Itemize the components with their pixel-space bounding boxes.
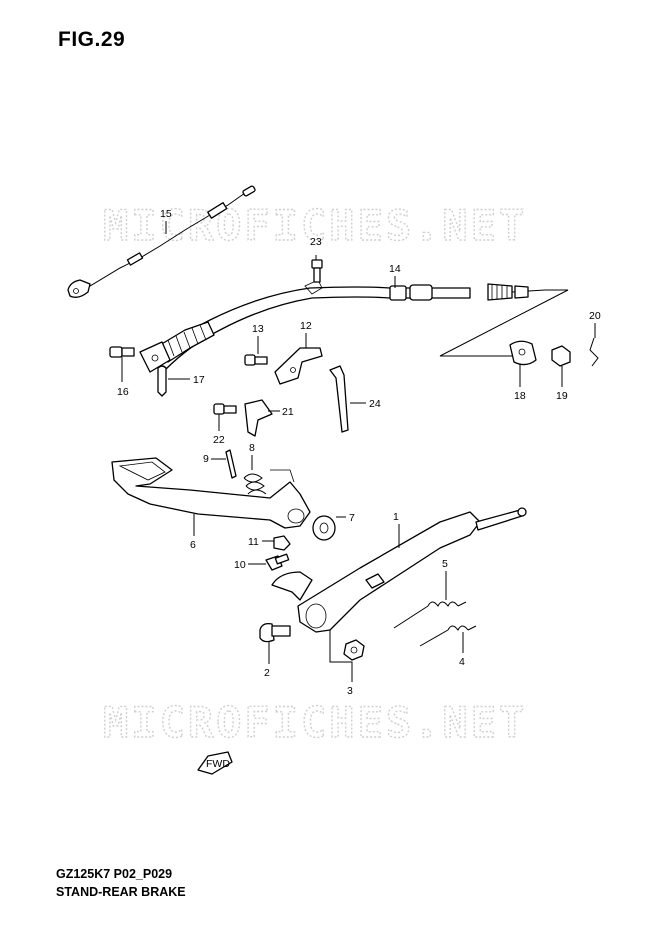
callout-5: 5: [442, 558, 448, 570]
figure-title: FIG.29: [58, 28, 126, 51]
part-2-bolt: [259, 622, 291, 643]
part-19-nut: [551, 345, 571, 367]
callout-1: 1: [393, 511, 399, 523]
watermark-bottom: MICROFICHES.NET: [103, 698, 527, 747]
callout-12: 12: [300, 320, 312, 332]
fwd-label: FWD: [206, 758, 230, 770]
part-16-pin: [109, 346, 135, 358]
model-code: GZ125K7 P02_P029: [56, 867, 173, 881]
callout-21: 21: [282, 406, 294, 418]
fwd-arrow-icon: FWD: [197, 751, 233, 775]
callout-16: 16: [117, 386, 129, 398]
part-3-nut: [343, 639, 365, 661]
part-6-brake-pedal: [111, 457, 311, 529]
watermark-top: MICROFICHES.NET: [103, 201, 527, 250]
part-14-cable: [139, 279, 546, 373]
part-20-clip: [589, 337, 599, 367]
part-9-pin: [225, 449, 237, 479]
part-4-spring: [419, 625, 477, 647]
part-10-bolt: [265, 553, 290, 571]
callout-13: 13: [252, 323, 264, 335]
part-23-bolt: [311, 259, 323, 283]
part-11-nut: [273, 535, 291, 551]
leader-14-18: [439, 289, 569, 357]
callout-19: 19: [556, 390, 568, 402]
part-8-spring: [243, 473, 267, 495]
part-5-spring: [393, 601, 467, 629]
callout-2: 2: [264, 667, 270, 679]
figure-caption: STAND-REAR BRAKE: [56, 885, 186, 899]
callout-4: 4: [459, 656, 465, 668]
part-24-clamp: [329, 365, 349, 433]
callout-10: 10: [234, 559, 246, 571]
part-7-washer: [312, 515, 336, 541]
callout-3: 3: [347, 685, 353, 697]
callout-22: 22: [213, 434, 225, 446]
callout-6: 6: [190, 539, 196, 551]
part-17-cotter-pin: [157, 365, 167, 397]
callout-18: 18: [514, 390, 526, 402]
callout-8: 8: [249, 442, 255, 454]
callout-23: 23: [310, 236, 322, 248]
part-12-bracket: [274, 347, 323, 385]
callout-11: 11: [248, 536, 259, 548]
callout-17: 17: [193, 374, 205, 386]
callout-14: 14: [389, 263, 401, 275]
callout-24: 24: [369, 398, 381, 410]
part-21-bracket: [244, 399, 273, 437]
callout-7: 7: [349, 512, 355, 524]
part-1-side-stand: [271, 507, 527, 633]
part-22-bolt: [213, 403, 237, 415]
part-18-joint: [509, 340, 537, 366]
callout-15: 15: [160, 208, 172, 220]
part-13-bolt: [244, 354, 268, 366]
callout-9: 9: [203, 453, 209, 465]
callout-20: 20: [589, 310, 601, 322]
part-15-cable: [67, 185, 256, 298]
